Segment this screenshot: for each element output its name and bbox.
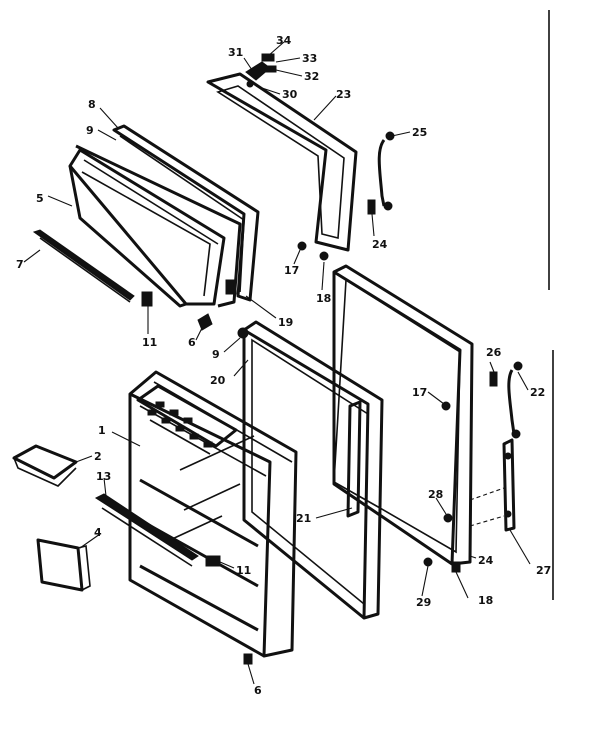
- callout-22: 22: [530, 386, 545, 399]
- part-22-fresh-food-handle: [507, 361, 523, 439]
- callout-25: 25: [412, 126, 427, 139]
- callout-31: 31: [228, 46, 243, 59]
- callout-6-lower: 6: [254, 684, 262, 697]
- callout-9-upper: 9: [86, 124, 94, 137]
- callout-27: 27: [536, 564, 551, 577]
- part-18-screw-upper: [319, 251, 329, 261]
- callout-24-upper: 24: [372, 238, 388, 251]
- callout-18-upper: 18: [316, 292, 331, 305]
- part-28-screw: [443, 513, 453, 523]
- dashed-connector-1: [469, 487, 505, 501]
- callout-9-lower: 9: [212, 348, 220, 361]
- part-18-bracket-lower: [451, 561, 461, 573]
- callout-labels: 1 2 4 5 6 6 7 8 9 9 11 11 13 17 17 18 18…: [16, 34, 551, 697]
- callout-18-lower: 18: [478, 594, 493, 607]
- callout-6-upper: 6: [188, 336, 196, 349]
- callout-19: 19: [278, 316, 293, 329]
- part-29-screw: [423, 557, 433, 567]
- dashed-connector-2: [469, 515, 505, 527]
- callout-29: 29: [416, 596, 431, 609]
- callout-20: 20: [210, 374, 226, 387]
- part-6-screw: [197, 313, 213, 331]
- callout-26-upper: 26: [486, 346, 502, 359]
- part-26-handle-clip-upper: [367, 199, 376, 215]
- part-11-stud: [141, 291, 153, 307]
- callout-5: 5: [36, 192, 44, 205]
- callout-17-upper: 17: [284, 264, 299, 277]
- callout-7: 7: [16, 258, 24, 271]
- callout-21: 21: [296, 512, 311, 525]
- callout-34: 34: [276, 34, 292, 47]
- part-26-handle-clip-lower: [489, 371, 498, 387]
- callout-1: 1: [98, 424, 106, 437]
- callout-30: 30: [282, 88, 298, 101]
- callout-8: 8: [88, 98, 96, 111]
- callout-33: 33: [302, 52, 317, 65]
- part-11-stud-lower: [205, 555, 221, 567]
- part-30-34-top-hinge: [245, 53, 277, 88]
- part-7-shelf-rail: [32, 229, 135, 303]
- callout-23: 23: [336, 88, 351, 101]
- callout-2: 2: [94, 450, 102, 463]
- part-13-dairy-rail: [94, 493, 199, 567]
- callout-24-lower: 24: [478, 554, 494, 567]
- part-25-freezer-handle: [377, 131, 395, 211]
- callout-4: 4: [94, 526, 102, 539]
- callout-32: 32: [304, 70, 319, 83]
- callout-11-lower: 11: [236, 564, 251, 577]
- part-24-fresh-food-gasket: [332, 264, 474, 566]
- part-4-dairy-door-cover: [36, 538, 91, 592]
- callout-28: 28: [428, 488, 443, 501]
- callout-11-upper: 11: [142, 336, 157, 349]
- leader-lines: [23, 41, 531, 685]
- callout-17-lower: 17: [412, 386, 427, 399]
- part-2-butter-dish: [12, 444, 78, 487]
- callout-13: 13: [96, 470, 111, 483]
- part-27-lower-hinge: [502, 438, 516, 532]
- part-5-freezer-shelf: [68, 144, 242, 308]
- part-23-freezer-gasket: [206, 72, 358, 252]
- part-21-fresh-food-inner-panel: [237, 320, 384, 620]
- part-17-screw-upper: [297, 241, 307, 251]
- part-1-fresh-food-liner: [128, 370, 298, 665]
